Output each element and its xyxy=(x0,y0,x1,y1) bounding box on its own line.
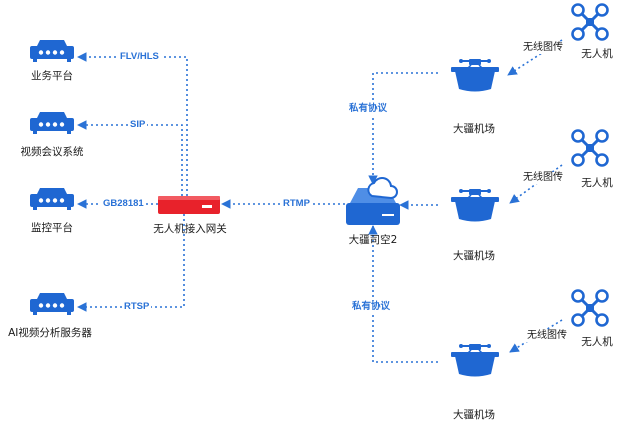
edge-label-sip: SIP xyxy=(128,119,148,131)
business-router-icon xyxy=(30,40,74,62)
edge-drone2-dock2 xyxy=(509,164,563,204)
edge-label-rtsp: RTSP xyxy=(122,301,152,313)
gateway-device-icon xyxy=(158,196,220,214)
edge-dock1-dji xyxy=(368,72,438,185)
edge-gateway-ai xyxy=(77,214,185,312)
edge-label-wireless1: 无线图传 xyxy=(521,42,565,54)
drone1-icon xyxy=(571,3,609,41)
gateway-label: 无人机接入网关 xyxy=(153,223,227,235)
dock1-label: 大疆机场 xyxy=(453,123,495,135)
dock1-icon xyxy=(450,58,500,93)
ai-router-icon xyxy=(30,293,74,315)
drone2-label: 无人机 xyxy=(581,177,613,189)
edge-label-private2: 私有协议 xyxy=(350,301,393,313)
business-platform-label: 业务平台 xyxy=(31,70,73,82)
edge-label-gb: GB28181 xyxy=(101,198,146,210)
dock3-label: 大疆机场 xyxy=(453,409,495,421)
dock2-icon xyxy=(450,188,500,223)
monitor-router-icon xyxy=(30,188,74,210)
edge-gateway-business xyxy=(77,52,188,196)
drone3-icon xyxy=(571,289,609,327)
dock3-icon xyxy=(450,343,500,378)
drone2-icon xyxy=(571,129,609,167)
edge-label-private1: 私有协议 xyxy=(347,103,390,115)
dock2-label: 大疆机场 xyxy=(453,250,495,262)
edge-label-flv: FLV/HLS xyxy=(118,51,161,63)
monitor-platform-label: 监控平台 xyxy=(31,222,73,234)
edge-label-wireless3: 无线图传 xyxy=(525,330,569,342)
edge-label-wireless2: 无线图传 xyxy=(521,172,565,184)
drone3-label: 无人机 xyxy=(581,336,613,348)
edge-label-rtmp: RTMP xyxy=(281,198,312,210)
videoconf-router-icon xyxy=(30,112,74,134)
video-conf-label: 视频会议系统 xyxy=(20,146,84,158)
dji-server-icon xyxy=(346,177,400,225)
drone1-label: 无人机 xyxy=(581,48,613,60)
dji-label: 大疆司空2 xyxy=(348,234,398,246)
edge-gateway-videoconf xyxy=(77,120,183,196)
ai-server-label: AI视频分析服务器 xyxy=(8,327,92,339)
edge-dock3-dji xyxy=(368,225,438,363)
